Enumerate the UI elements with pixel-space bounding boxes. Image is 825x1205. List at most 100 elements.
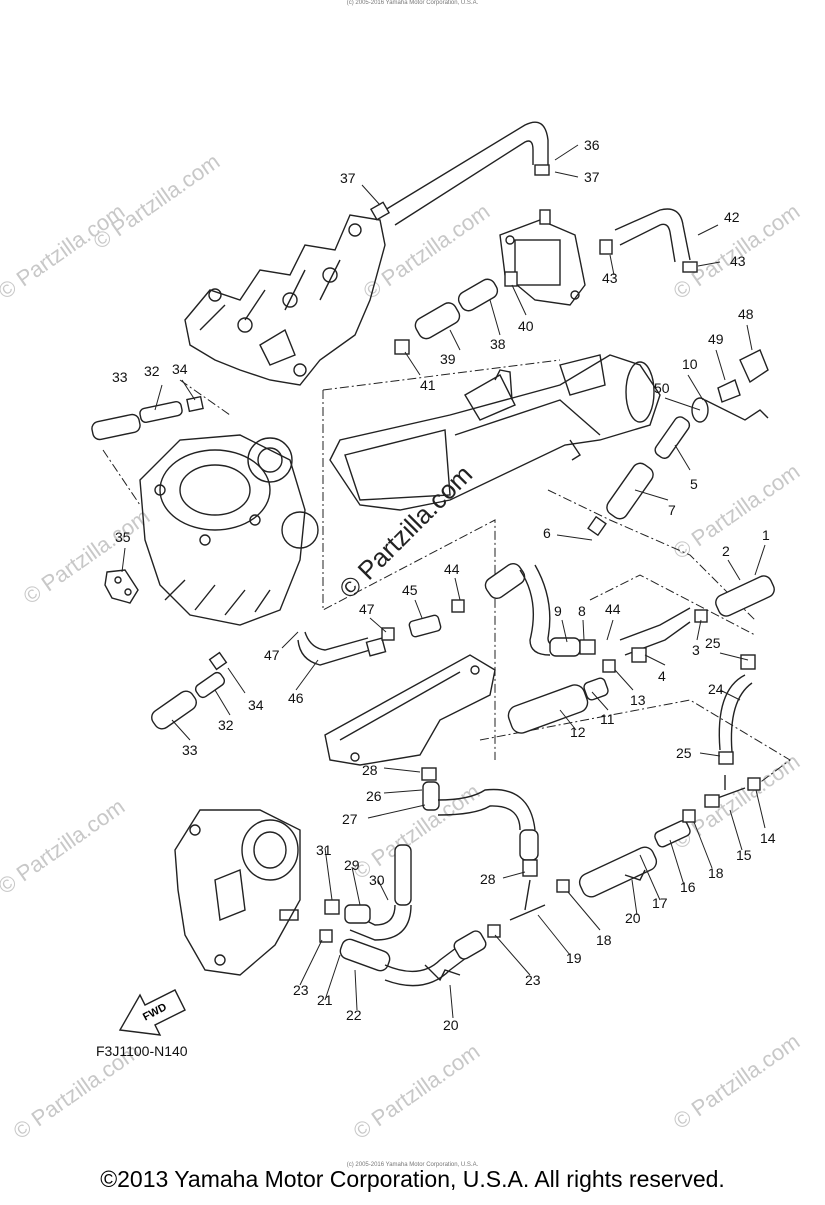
callout-number: 15 (736, 847, 752, 863)
callout-number: 37 (340, 170, 356, 186)
hose-12 (507, 659, 616, 734)
callout-number: 4 (658, 668, 666, 684)
faint-watermark: © Partzilla.com (669, 1029, 805, 1135)
callout-number: 35 (115, 529, 131, 545)
callout-number: 43 (602, 270, 618, 286)
callout-number: 3 (692, 642, 700, 658)
callout-number: 47 (359, 601, 375, 617)
callout-number: 26 (366, 788, 382, 804)
callout-number: 27 (342, 811, 358, 827)
tiny-credit-line: (c) 2005-2016 Yamaha Motor Corporation, … (346, 1162, 479, 1168)
callout-number: 20 (443, 1017, 459, 1033)
hose-24 (718, 654, 756, 765)
callout-number: 21 (317, 992, 333, 1008)
callout-number: 11 (600, 711, 615, 727)
hose-16 (556, 775, 761, 898)
callout-number: 37 (584, 169, 600, 185)
callout-number: 41 (420, 377, 436, 393)
hose-7 (587, 416, 691, 537)
callout-number: 1 (762, 527, 770, 543)
callout-number: 17 (652, 895, 668, 911)
lower-manifold (324, 654, 539, 861)
callout-number: 39 (440, 351, 456, 367)
callout-number: 18 (708, 865, 724, 881)
callout-number: 28 (480, 871, 496, 887)
callout-number: 31 (316, 842, 332, 858)
hose-36 (369, 121, 550, 226)
callout-number: 47 (264, 647, 280, 663)
supercharger-housing (139, 434, 319, 626)
faint-watermark: © Partzilla.com (19, 504, 155, 610)
callout-number: 12 (570, 724, 586, 740)
hose-30 (324, 844, 412, 941)
part-35 (104, 569, 139, 604)
faint-watermark: © Partzilla.com (669, 749, 805, 855)
callout-number: 43 (730, 253, 746, 269)
callout-number: 23 (293, 982, 309, 998)
callout-number: 44 (444, 561, 460, 577)
hose-46 (297, 599, 465, 666)
callout-number: 7 (668, 502, 676, 518)
callout-number: 25 (705, 635, 721, 651)
faint-watermark: © Partzilla.com (669, 459, 805, 565)
callout-number: 6 (543, 525, 551, 541)
callout-number: 5 (690, 476, 698, 492)
callout-number: 10 (682, 356, 698, 372)
callout-number: 46 (288, 690, 304, 706)
leader-lines (121, 144, 766, 1019)
callout-number: 20 (625, 910, 641, 926)
callout-number: 42 (724, 209, 740, 225)
callout-number: 50 (654, 380, 670, 396)
faint-watermark: © Partzilla.com (349, 1039, 485, 1145)
hose-22 (319, 929, 487, 987)
callout-number: 8 (578, 603, 586, 619)
callout-number: 13 (630, 692, 646, 708)
callout-number: 44 (605, 601, 621, 617)
callout-number: 16 (680, 879, 696, 895)
callout-number: 49 (708, 331, 724, 347)
exhaust-chamber (329, 354, 661, 511)
faint-watermark: © Partzilla.com (0, 794, 129, 900)
top-credit-line: (c) 2005-2016 Yamaha Motor Corporation, … (346, 0, 479, 6)
callout-number: 24 (708, 681, 724, 697)
callout-number: 36 (584, 137, 600, 153)
callout-number: 33 (112, 369, 128, 385)
callout-number: 45 (402, 582, 418, 598)
lower-engine-block (174, 809, 301, 976)
outlet-fittings (691, 349, 769, 423)
callout-number: 32 (218, 717, 234, 733)
callout-number: 22 (346, 1007, 362, 1023)
callout-number: 33 (182, 742, 198, 758)
faint-watermark: © Partzilla.com (0, 199, 129, 305)
callout-number: 40 (518, 318, 534, 334)
hose-42 (599, 208, 698, 273)
callout-number: 28 (362, 762, 378, 778)
callout-number: 32 (144, 363, 160, 379)
callout-number: 9 (554, 603, 562, 619)
exhaust-manifold (184, 214, 386, 386)
hose-39 (394, 271, 518, 355)
callout-number: 30 (369, 872, 385, 888)
figure-code: F3J1100-N140 (96, 1043, 188, 1059)
hose-33-upper (91, 395, 204, 441)
callout-number: 18 (596, 932, 612, 948)
callout-number: 19 (566, 950, 582, 966)
fwd-arrow: FWD (118, 989, 186, 1036)
callout-number: 34 (248, 697, 264, 713)
callout-labels: 36 37 37 42 43 43 38 40 39 41 33 32 34 4… (112, 137, 776, 1033)
callout-number: 38 (490, 336, 506, 352)
guide-lines (102, 359, 791, 791)
hose-33-lower (151, 651, 228, 730)
hose-9 (484, 562, 775, 663)
callout-number: 34 (172, 361, 188, 377)
callout-number: 29 (344, 857, 360, 873)
copyright-notice: ©2013 Yamaha Motor Corporation, U.S.A. A… (100, 1166, 725, 1192)
watermark-layer: © Partzilla.com © Partzilla.com © Partzi… (0, 149, 804, 1145)
callout-number: 25 (676, 745, 692, 761)
tee-19 (487, 859, 546, 938)
callout-number: 23 (525, 972, 541, 988)
callout-number: 48 (738, 306, 754, 322)
water-box (499, 209, 586, 306)
